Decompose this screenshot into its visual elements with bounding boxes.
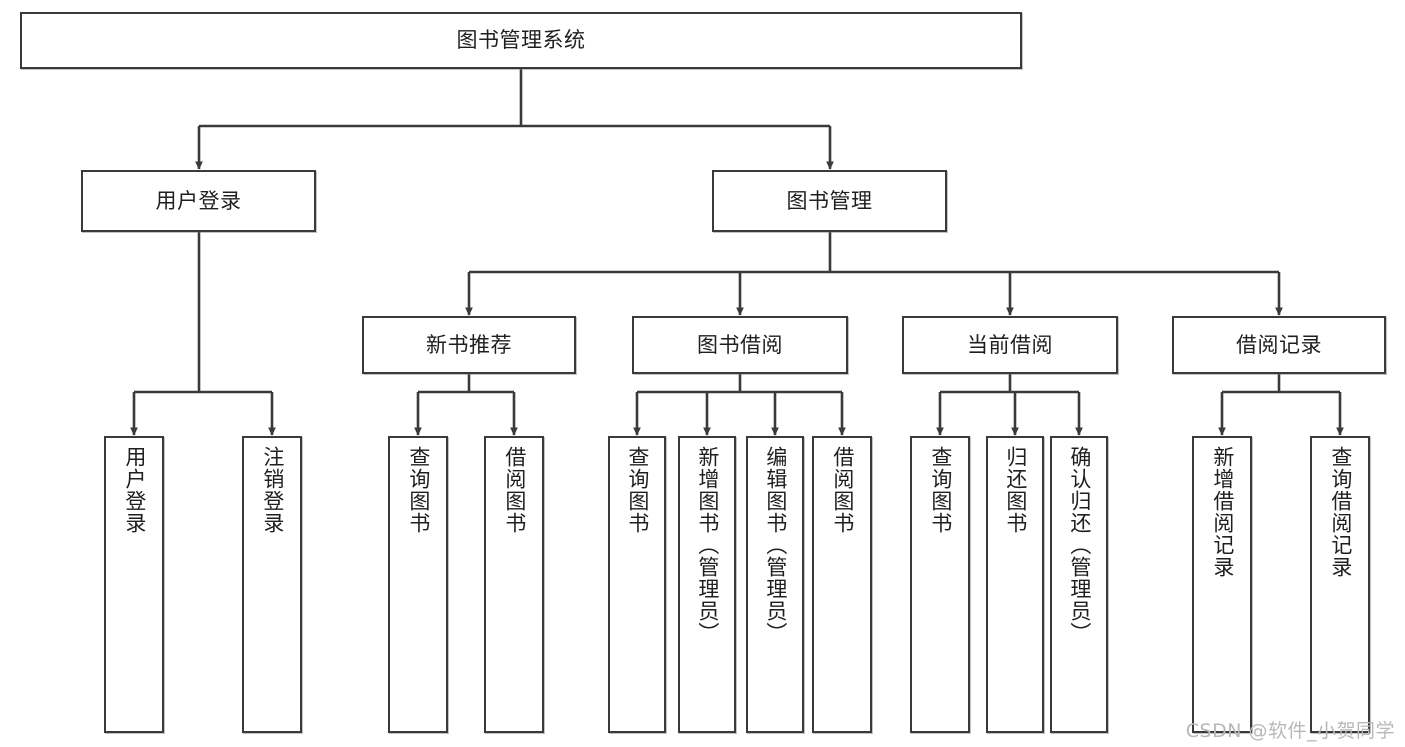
node-leaf-bb-borrow[interactable]: 借阅图书 [812, 436, 872, 733]
node-book-manage[interactable]: 图书管理 [712, 170, 947, 232]
node-leaf-rec-query[interactable]: 查询图书 [388, 436, 448, 733]
node-leaf-cb-query[interactable]: 查询图书 [910, 436, 970, 733]
node-label-book-manage: 图书管理 [786, 188, 873, 213]
node-label-leaf-bb-add: 新增图书（管理员） [695, 446, 720, 644]
node-user-login[interactable]: 用户登录 [81, 170, 316, 232]
node-leaf-cb-return[interactable]: 归还图书 [986, 436, 1044, 733]
node-label-leaf-user-login: 用户登录 [122, 446, 147, 534]
node-leaf-rec-borrow[interactable]: 借阅图书 [484, 436, 544, 733]
node-label-borrow-record: 借阅记录 [1236, 332, 1322, 357]
node-label-new-book-rec: 新书推荐 [426, 332, 512, 357]
node-label-leaf-br-add: 新增借阅记录 [1210, 446, 1235, 578]
node-label-root: 图书管理系统 [456, 28, 586, 53]
node-label-leaf-bb-edit: 编辑图书（管理员） [763, 446, 788, 644]
node-leaf-cb-confirm[interactable]: 确认归还（管理员） [1050, 436, 1108, 733]
node-current-borrow[interactable]: 当前借阅 [902, 316, 1118, 374]
node-new-book-rec[interactable]: 新书推荐 [362, 316, 576, 374]
node-label-leaf-logout: 注销登录 [260, 446, 285, 534]
node-label-leaf-br-query: 查询借阅记录 [1328, 446, 1353, 578]
node-book-borrow[interactable]: 图书借阅 [632, 316, 848, 374]
node-label-leaf-rec-borrow: 借阅图书 [502, 446, 527, 534]
csdn-watermark: CSDN @软件_小贺同学 [1185, 720, 1395, 742]
node-leaf-user-login[interactable]: 用户登录 [104, 436, 164, 733]
node-leaf-br-add[interactable]: 新增借阅记录 [1192, 436, 1252, 733]
node-label-leaf-cb-return: 归还图书 [1003, 446, 1028, 534]
node-leaf-bb-add[interactable]: 新增图书（管理员） [678, 436, 736, 733]
node-label-leaf-bb-borrow: 借阅图书 [830, 446, 855, 534]
node-borrow-record[interactable]: 借阅记录 [1172, 316, 1386, 374]
node-root[interactable]: 图书管理系统 [20, 12, 1022, 69]
node-label-leaf-rec-query: 查询图书 [406, 446, 431, 534]
node-leaf-logout[interactable]: 注销登录 [242, 436, 302, 733]
node-label-leaf-cb-query: 查询图书 [928, 446, 953, 534]
node-label-book-borrow: 图书借阅 [697, 332, 783, 357]
node-leaf-br-query[interactable]: 查询借阅记录 [1310, 436, 1370, 733]
node-label-user-login: 用户登录 [155, 188, 242, 213]
node-leaf-bb-query[interactable]: 查询图书 [608, 436, 666, 733]
node-label-leaf-cb-confirm: 确认归还（管理员） [1067, 446, 1092, 644]
node-label-leaf-bb-query: 查询图书 [625, 446, 650, 534]
node-label-current-borrow: 当前借阅 [967, 332, 1053, 357]
node-leaf-bb-edit[interactable]: 编辑图书（管理员） [746, 436, 804, 733]
